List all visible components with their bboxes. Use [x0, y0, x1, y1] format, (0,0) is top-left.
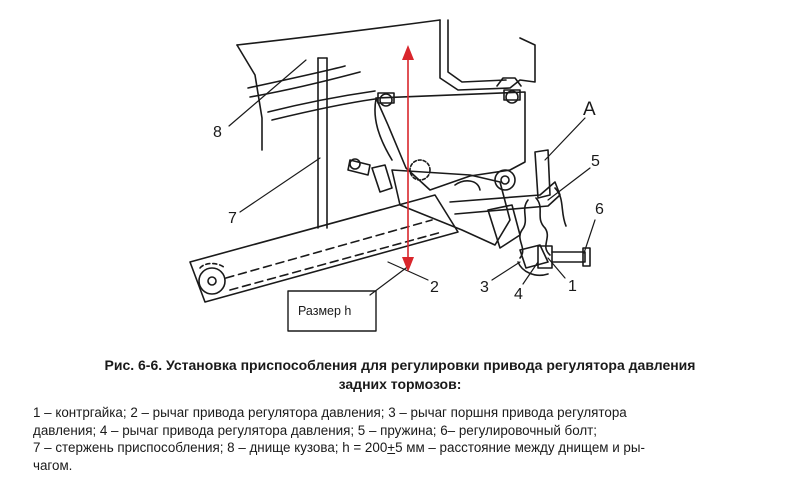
size-label: Размер h [298, 304, 351, 318]
spring-assembly [517, 187, 591, 277]
legend-line-3-start: 7 – стержень приспособления; 8 – днище к… [33, 440, 388, 456]
legend-line-3: 7 – стержень приспособления; 8 – днище к… [33, 439, 768, 457]
callout-a: A [583, 99, 596, 120]
dimension-h [402, 45, 414, 272]
leader-lines [228, 59, 596, 296]
legend-line-3-end: 5 мм – расстояние между днищем и ры- [395, 440, 645, 456]
callout-7: 7 [228, 210, 237, 227]
lever-plate [189, 194, 459, 303]
callout-2: 2 [430, 279, 439, 296]
caption-line-1: Рис. 6-6. Установка приспособления для р… [104, 357, 696, 373]
fixture-rod [317, 57, 328, 229]
callout-8: 8 [213, 124, 222, 141]
callout-1: 1 [568, 278, 577, 295]
regulator-bracket [374, 77, 526, 191]
size-label-frame [287, 290, 377, 332]
technical-drawing: A 5 6 1 4 3 2 8 7 Размер h [189, 19, 604, 332]
pressure-regulator [347, 158, 521, 249]
car-body-floor [236, 19, 536, 151]
legend-plus-minus: + [387, 440, 396, 456]
legend-line-1: 1 – контргайка; 2 – рычаг привода регуля… [33, 405, 627, 420]
callout-3: 3 [480, 279, 489, 296]
figure-legend: 1 – контргайка; 2 – рычаг привода регуля… [33, 404, 768, 474]
callout-4: 4 [514, 286, 523, 303]
callout-6: 6 [595, 201, 604, 218]
legend-line-2: давления; 4 – рычаг привода регулятора д… [33, 422, 598, 438]
caption-line-2: задних тормозов: [338, 376, 462, 392]
figure-caption: Рис. 6-6. Установка приспособления для р… [0, 356, 800, 394]
legend-line-4: чагом. [33, 457, 73, 473]
callout-5: 5 [591, 153, 600, 170]
lever-rod [449, 149, 561, 215]
